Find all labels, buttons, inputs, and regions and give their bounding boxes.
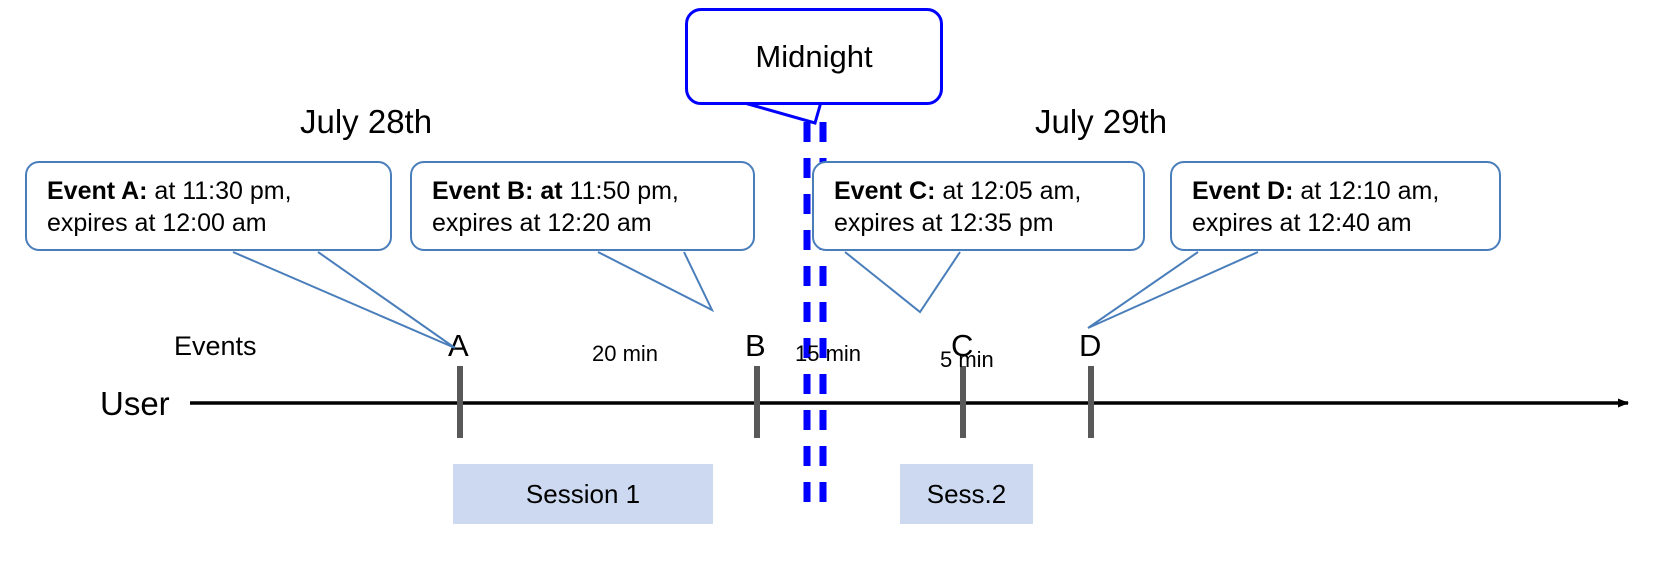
session-label-2: Sess.2 (926, 478, 1007, 509)
callout-event-b-rest: 11:50 pm, (562, 177, 679, 205)
marker-tick-a (457, 366, 463, 438)
marker-label-d: D (1079, 328, 1102, 363)
callout-event-b-bold: Event B: at (432, 177, 563, 205)
callout-event-d-bold: Event D: (1192, 177, 1294, 205)
callout-event-d-line2: expires at 12:40 am (1192, 209, 1412, 237)
date-label-july-28: July 28th (300, 103, 433, 140)
user-row-label: User (100, 385, 170, 422)
leader-line-event-b (597, 251, 715, 313)
callout-event-a-line2: expires at 12:00 am (47, 209, 267, 237)
callout-event-a-line1: Event A: at 11:30 pm, (47, 175, 374, 207)
callout-event-d-rest: at 12:10 am, (1293, 177, 1440, 205)
session-box-1[interactable]: Session 1 (453, 464, 713, 524)
callout-event-a[interactable]: Event A: at 11:30 pm, expires at 12:00 a… (25, 161, 392, 251)
date-label-july-29: July 29th (1035, 103, 1168, 140)
callout-event-c-rest: at 12:05 am, (935, 177, 1082, 205)
marker-label-c: C (951, 328, 974, 363)
interval-label-ab: 20 min (592, 341, 659, 366)
leader-line-event-c (844, 251, 961, 314)
callout-event-c-bold: Event C: (834, 177, 936, 205)
interval-label-cd: 5 min (940, 347, 994, 372)
callout-event-b[interactable]: Event B: at 11:50 pm, expires at 12:20 a… (410, 161, 755, 251)
callout-event-b-line1: Event B: at 11:50 pm, (432, 175, 737, 207)
midnight-callout-label: Midnight (755, 38, 873, 74)
callout-event-a-bold: Event A: (47, 177, 148, 205)
marker-tick-d (1088, 366, 1094, 438)
marker-label-b: B (745, 328, 766, 363)
callout-event-c[interactable]: Event C: at 12:05 am, expires at 12:35 p… (812, 161, 1145, 251)
marker-label-a: A (448, 328, 469, 363)
midnight-callout-tail (740, 100, 823, 125)
callout-event-a-rest: at 11:30 pm, (147, 177, 292, 205)
session-box-2[interactable]: Sess.2 (900, 464, 1033, 524)
events-row-label: Events (174, 331, 257, 361)
marker-tick-c (960, 366, 966, 438)
callout-event-d-line1: Event D: at 12:10 am, (1192, 175, 1483, 207)
callout-event-c-line1: Event C: at 12:05 am, (834, 175, 1127, 207)
callout-event-c-line2: expires at 12:35 pm (834, 209, 1054, 237)
interval-label-bc: 15 min (795, 341, 862, 366)
leader-line-event-a (232, 251, 456, 349)
callout-event-d[interactable]: Event D: at 12:10 am, expires at 12:40 a… (1170, 161, 1501, 251)
marker-tick-b (754, 366, 760, 438)
leader-line-event-d (1087, 251, 1259, 329)
session-label-1: Session 1 (525, 478, 641, 509)
callout-event-b-line2: expires at 12:20 am (432, 209, 652, 237)
midnight-callout[interactable]: Midnight (685, 8, 943, 105)
